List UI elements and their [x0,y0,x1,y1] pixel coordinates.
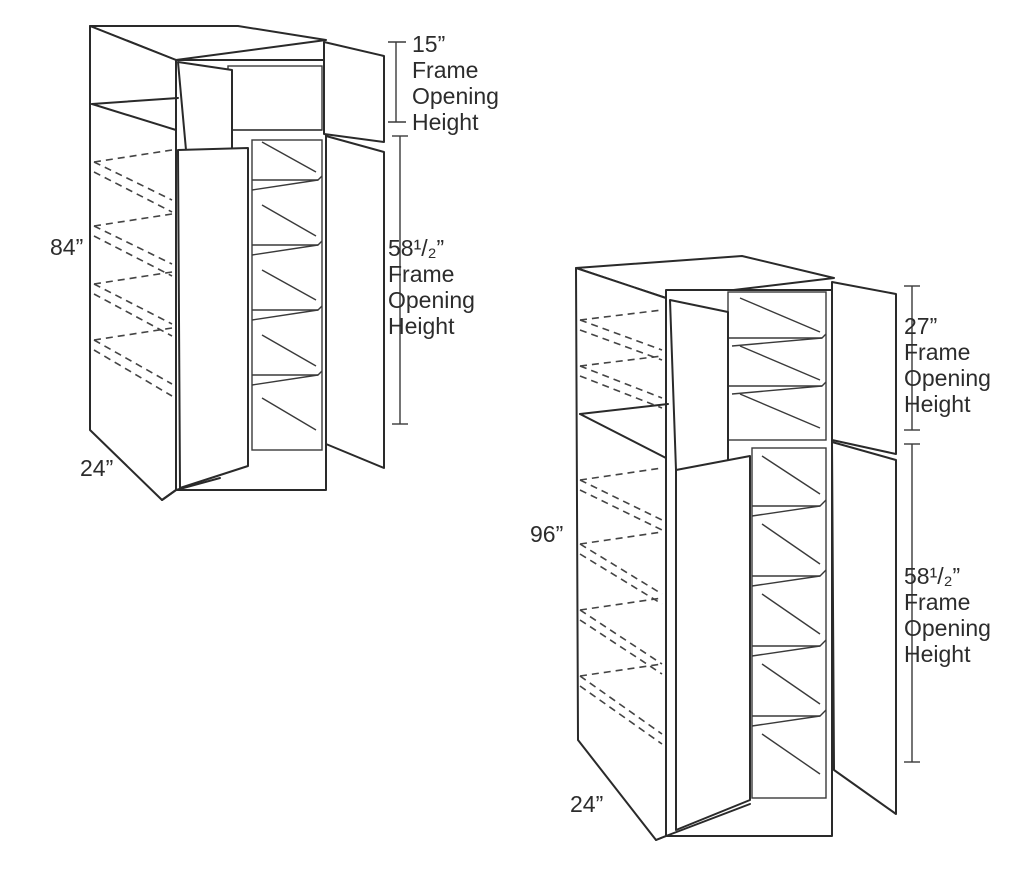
svg-text:58¹/₂”: 58¹/₂” [904,563,960,589]
cabinet-96-upper-right-door [831,281,897,455]
cabinet-84-shelves [251,141,323,431]
svg-text:58¹/₂”: 58¹/₂” [388,235,444,261]
cabinet-96-mid-shelf-edge [579,413,667,459]
cabinet-84: 84” 24” 15” Frame Opening Height 58¹/₂” … [50,25,499,501]
svg-text:Opening: Opening [904,365,991,391]
svg-text:Frame: Frame [904,339,970,365]
cabinet-96-hidden-shelves [579,309,663,745]
svg-text:Height: Height [904,641,971,667]
cabinet-96-dimension-lines [904,285,920,763]
cabinet-84-height-label: 84” [50,234,83,260]
cabinet-96-depth-label: 24” [570,791,603,817]
svg-text:27”: 27” [904,313,937,339]
cabinet-84-toe-kick [161,477,221,501]
cabinet-96-lower-opening [751,447,827,799]
cabinet-84-depth-label: 24” [80,455,113,481]
svg-text:Height: Height [904,391,971,417]
svg-text:Opening: Opening [904,615,991,641]
cabinet-84-lower-opening [251,139,323,451]
cabinet-96-lower-shelves [751,455,827,775]
svg-text:Opening: Opening [412,83,499,109]
cabinet-96-upper-shelves [728,297,827,429]
cabinet-84-dimension-lines [388,41,408,425]
cabinet-96-lower-left-door [675,455,751,831]
cabinet-96: 96” 24” 27” Frame Opening Height 58¹/₂” … [530,255,991,841]
cabinet-96-lower-opening-label: 58¹/₂” Frame Opening Height [904,563,991,667]
cabinet-84-lower-left-door [177,147,249,489]
cabinet-84-upper-opening-label: 15” Frame Opening Height [412,31,499,135]
cabinet-84-side [89,25,177,501]
cabinet-96-lower-right-door [831,441,897,815]
svg-text:Frame: Frame [388,261,454,287]
cabinet-96-upper-opening-label: 27” Frame Opening Height [904,313,991,417]
cabinet-84-mid-shelf-edge [91,103,177,131]
cabinet-84-lower-opening-label: 58¹/₂” Frame Opening Height [388,235,475,339]
svg-text:Frame: Frame [904,589,970,615]
cabinet-84-lower-right-door [325,135,385,469]
svg-text:Frame: Frame [412,57,478,83]
cabinet-96-side [575,267,667,841]
svg-text:15”: 15” [412,31,445,57]
svg-text:Height: Height [412,109,479,135]
svg-text:Opening: Opening [388,287,475,313]
cabinet-96-height-label: 96” [530,521,563,547]
cabinet-84-upper-right-door [323,41,385,143]
cabinet-84-hidden-shelves [93,149,173,397]
svg-text:Height: Height [388,313,455,339]
cabinet-96-toe-kick [655,803,751,841]
